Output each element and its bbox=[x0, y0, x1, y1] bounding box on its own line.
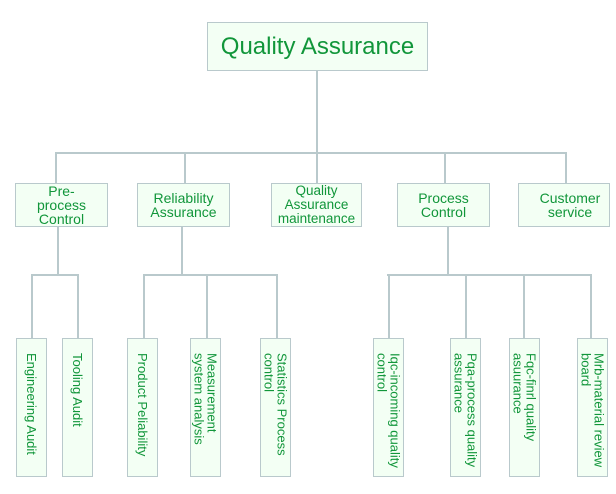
node-pqa-process-quality-assurance: Pqa-process quality assurance bbox=[450, 338, 481, 477]
connector-root-down bbox=[316, 70, 318, 153]
connector-to-statistics bbox=[276, 274, 278, 338]
leaf-label: Measurement system analysis bbox=[191, 353, 220, 445]
connector-process-bus bbox=[387, 274, 592, 276]
node-tooling-audit: Tooling Audit bbox=[62, 338, 93, 477]
leaf-label: Product Peliability bbox=[135, 353, 150, 457]
connector-to-iqc bbox=[388, 274, 390, 338]
connector-to-reliability bbox=[184, 152, 186, 183]
connector-to-mrb bbox=[590, 274, 592, 338]
connector-reliability-bus bbox=[143, 274, 277, 276]
node-reliability-assurance: Reliability Assurance bbox=[137, 183, 230, 227]
node-product-reliability: Product Peliability bbox=[127, 338, 158, 477]
connector-level2-bus bbox=[55, 152, 567, 154]
node-quality-assurance: Quality Assurance bbox=[207, 22, 428, 71]
leaf-label: Mrb-material review board bbox=[578, 353, 607, 468]
node-mrb-material-review-board: Mrb-material review board bbox=[577, 338, 608, 477]
connector-to-process-control bbox=[444, 152, 446, 183]
node-iqc-incoming-quality-control: Iqc-incoming quality control bbox=[373, 338, 404, 477]
node-fqc-final-quality-assurance: Fqc-finrl quality asuurance bbox=[509, 338, 540, 477]
node-pre-process-control: Pre-process Control bbox=[15, 183, 108, 227]
node-measurement-system-analysis: Measurement system analysis bbox=[190, 338, 221, 477]
node-statistics-process-control: Statistics Process control bbox=[260, 338, 291, 477]
connector-process-down bbox=[447, 226, 449, 275]
leaf-label: Tooling Audit bbox=[70, 353, 85, 427]
node-process-control: Process Control bbox=[397, 183, 490, 227]
connector-to-customer-service bbox=[565, 152, 567, 183]
connector-to-fqc bbox=[523, 274, 525, 338]
node-quality-assurance-maintenance: Quality Assurance maintenance bbox=[271, 183, 362, 227]
connector-to-pqa bbox=[465, 274, 467, 338]
connector-to-tooling-audit bbox=[77, 274, 79, 338]
connector-preprocess-down bbox=[57, 226, 59, 275]
leaf-label: Fqc-finrl quality asuurance bbox=[510, 353, 539, 442]
node-engineering-audit: Engineering Audit bbox=[16, 338, 47, 477]
connector-to-product-reliability bbox=[143, 274, 145, 338]
leaf-label: Engineering Audit bbox=[24, 353, 39, 455]
connector-to-preprocess bbox=[55, 152, 57, 183]
leaf-label: Pqa-process quality assurance bbox=[451, 353, 480, 468]
connector-to-qa-maintenance bbox=[316, 152, 318, 183]
leaf-label: Statistics Process control bbox=[261, 353, 290, 456]
connector-to-measurement bbox=[206, 274, 208, 338]
connector-preprocess-bus bbox=[31, 274, 79, 276]
leaf-label: Iqc-incoming quality control bbox=[374, 353, 403, 468]
connector-to-engineering-audit bbox=[31, 274, 33, 338]
connector-reliability-down bbox=[181, 226, 183, 275]
node-customer-service: Customer service bbox=[518, 183, 610, 227]
